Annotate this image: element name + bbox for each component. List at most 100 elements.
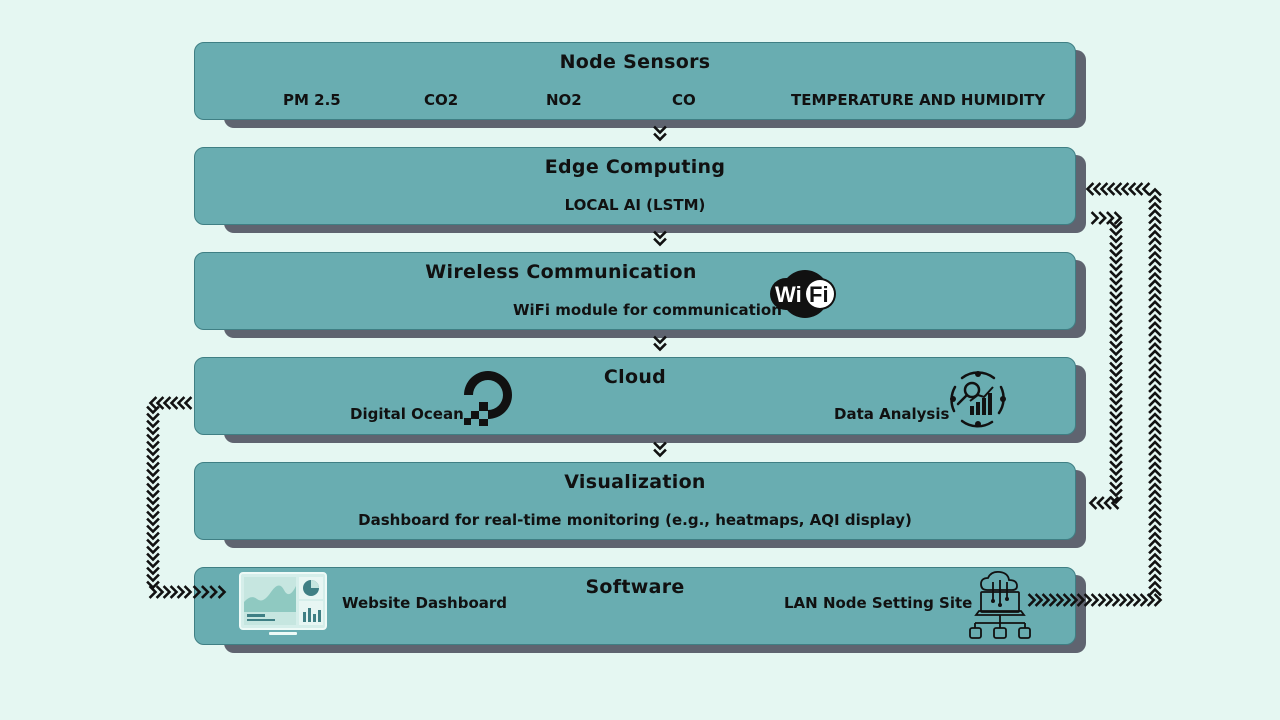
layer-box: Node Sensors PM 2.5 CO2 NO2 CO TEMPERATU… <box>194 42 1076 120</box>
connector-chevron <box>1148 222 1162 232</box>
connector-chevron <box>146 517 160 527</box>
connector-chevron <box>146 545 160 555</box>
connector-chevron <box>1076 593 1086 607</box>
connector-chevron <box>1148 405 1162 414</box>
connector-chevron <box>162 585 172 599</box>
connector-chevron <box>1148 229 1162 239</box>
sensor-temp-humidity: TEMPERATURE AND HUMIDITY <box>791 91 1046 109</box>
connector-chevron <box>169 585 179 599</box>
cloud-network-icon <box>969 570 1031 639</box>
connector-chevron <box>146 405 160 415</box>
connector-chevron <box>1148 489 1162 499</box>
connector-chevron <box>1109 453 1123 463</box>
connector-chevron <box>1148 454 1162 464</box>
connector-chevron <box>1148 545 1162 555</box>
connector-chevron <box>1148 468 1162 478</box>
connector-chevron <box>1148 335 1162 344</box>
connector-chevron <box>1148 510 1162 520</box>
connector-chevron <box>653 448 667 458</box>
connector-chevron <box>146 552 160 562</box>
connector-chevron <box>148 585 158 599</box>
connector-chevron <box>148 396 158 410</box>
connector-chevron <box>1110 496 1120 510</box>
connector-chevron <box>1127 182 1137 196</box>
connector-chevron <box>1109 312 1123 322</box>
connector-chevron <box>1109 446 1123 455</box>
connector-chevron <box>653 132 667 142</box>
connector-chevron <box>146 510 160 520</box>
layer-software: Software Website Dashboard LAN Node Sett… <box>194 567 1086 653</box>
connector-chevron <box>1109 333 1123 343</box>
connector-chevron <box>1148 552 1162 562</box>
connector-chevron <box>176 585 186 599</box>
connector-chevron <box>1109 368 1123 378</box>
layer-title: Cloud <box>603 366 667 388</box>
connector-chevron <box>146 580 160 590</box>
connector-chevron <box>192 585 202 599</box>
connector-chevron <box>146 503 160 513</box>
digital-ocean-label: Digital Ocean <box>350 405 464 423</box>
connector-chevron <box>1148 187 1162 197</box>
connector-chevron <box>155 396 165 410</box>
connector-chevron <box>146 496 160 506</box>
layer-title: Software <box>585 576 685 598</box>
connector-chevron <box>1148 538 1162 548</box>
layer-title: Node Sensors <box>559 51 711 73</box>
connector-chevron <box>1120 182 1130 196</box>
connector-chevron <box>1109 347 1123 357</box>
connector-chevron <box>1148 363 1162 372</box>
connector-chevron <box>1148 559 1162 569</box>
connector-chevron <box>146 475 160 485</box>
connector-chevron <box>200 585 210 599</box>
connector-chevron <box>1148 461 1162 471</box>
connector-chevron <box>1109 382 1123 392</box>
connector-chevron <box>1034 593 1044 607</box>
digital-ocean-logo-icon <box>464 371 512 426</box>
layer-subtitle: WiFi module for communication <box>513 301 782 319</box>
connector-chevron <box>653 125 667 135</box>
connector-chevron <box>146 524 160 534</box>
layer-box: Software Website Dashboard LAN Node Sett… <box>194 567 1076 645</box>
connector-chevron <box>1109 474 1123 484</box>
connector-chevron <box>1148 292 1162 302</box>
connector-chevron <box>1148 496 1162 506</box>
connector-chevron <box>1109 425 1123 434</box>
connector-chevron <box>1148 475 1162 485</box>
connector-chevron <box>1104 593 1114 607</box>
connector-chevron <box>1109 305 1123 314</box>
connector-chevron <box>1148 377 1162 386</box>
connector-chevron <box>1092 182 1102 196</box>
connector-chevron <box>1109 234 1123 244</box>
connector-chevron <box>1148 313 1162 323</box>
connector-chevron <box>1109 298 1123 307</box>
connector-chevron <box>183 585 193 599</box>
layer-box: Visualization Dashboard for real-time mo… <box>194 462 1076 540</box>
connector-chevron <box>653 237 667 247</box>
connector-chevron <box>1083 593 1093 607</box>
connector-chevron <box>1055 593 1065 607</box>
connector-chevron <box>1109 396 1123 406</box>
dashboard-monitor-icon <box>239 572 327 635</box>
connector-chevron <box>1109 227 1123 237</box>
connector-chevron <box>1085 182 1095 196</box>
connector-chevron <box>1148 384 1162 393</box>
data-analysis-label: Data Analysis <box>834 405 950 423</box>
connector-chevron <box>146 440 160 450</box>
connector-chevron <box>146 419 160 429</box>
connector-chevron <box>653 342 667 352</box>
connector-chevron <box>1148 236 1162 246</box>
connector-chevron <box>1106 182 1116 196</box>
connector-chevron <box>1148 440 1162 449</box>
connector-chevron <box>169 396 179 410</box>
wifi-badge-text-wi: Wi <box>775 282 802 307</box>
connector-chevron <box>1148 278 1162 288</box>
connector-chevron <box>1148 524 1162 534</box>
sensor-co2: CO2 <box>424 91 459 109</box>
connector-chevron <box>146 566 160 576</box>
connector-chevron <box>1109 411 1123 420</box>
sensor-no2: NO2 <box>546 91 582 109</box>
connector-chevron <box>1109 284 1123 293</box>
connector-chevron <box>1148 391 1162 400</box>
connector-chevron <box>146 489 160 499</box>
connector-chevron <box>1148 264 1162 274</box>
